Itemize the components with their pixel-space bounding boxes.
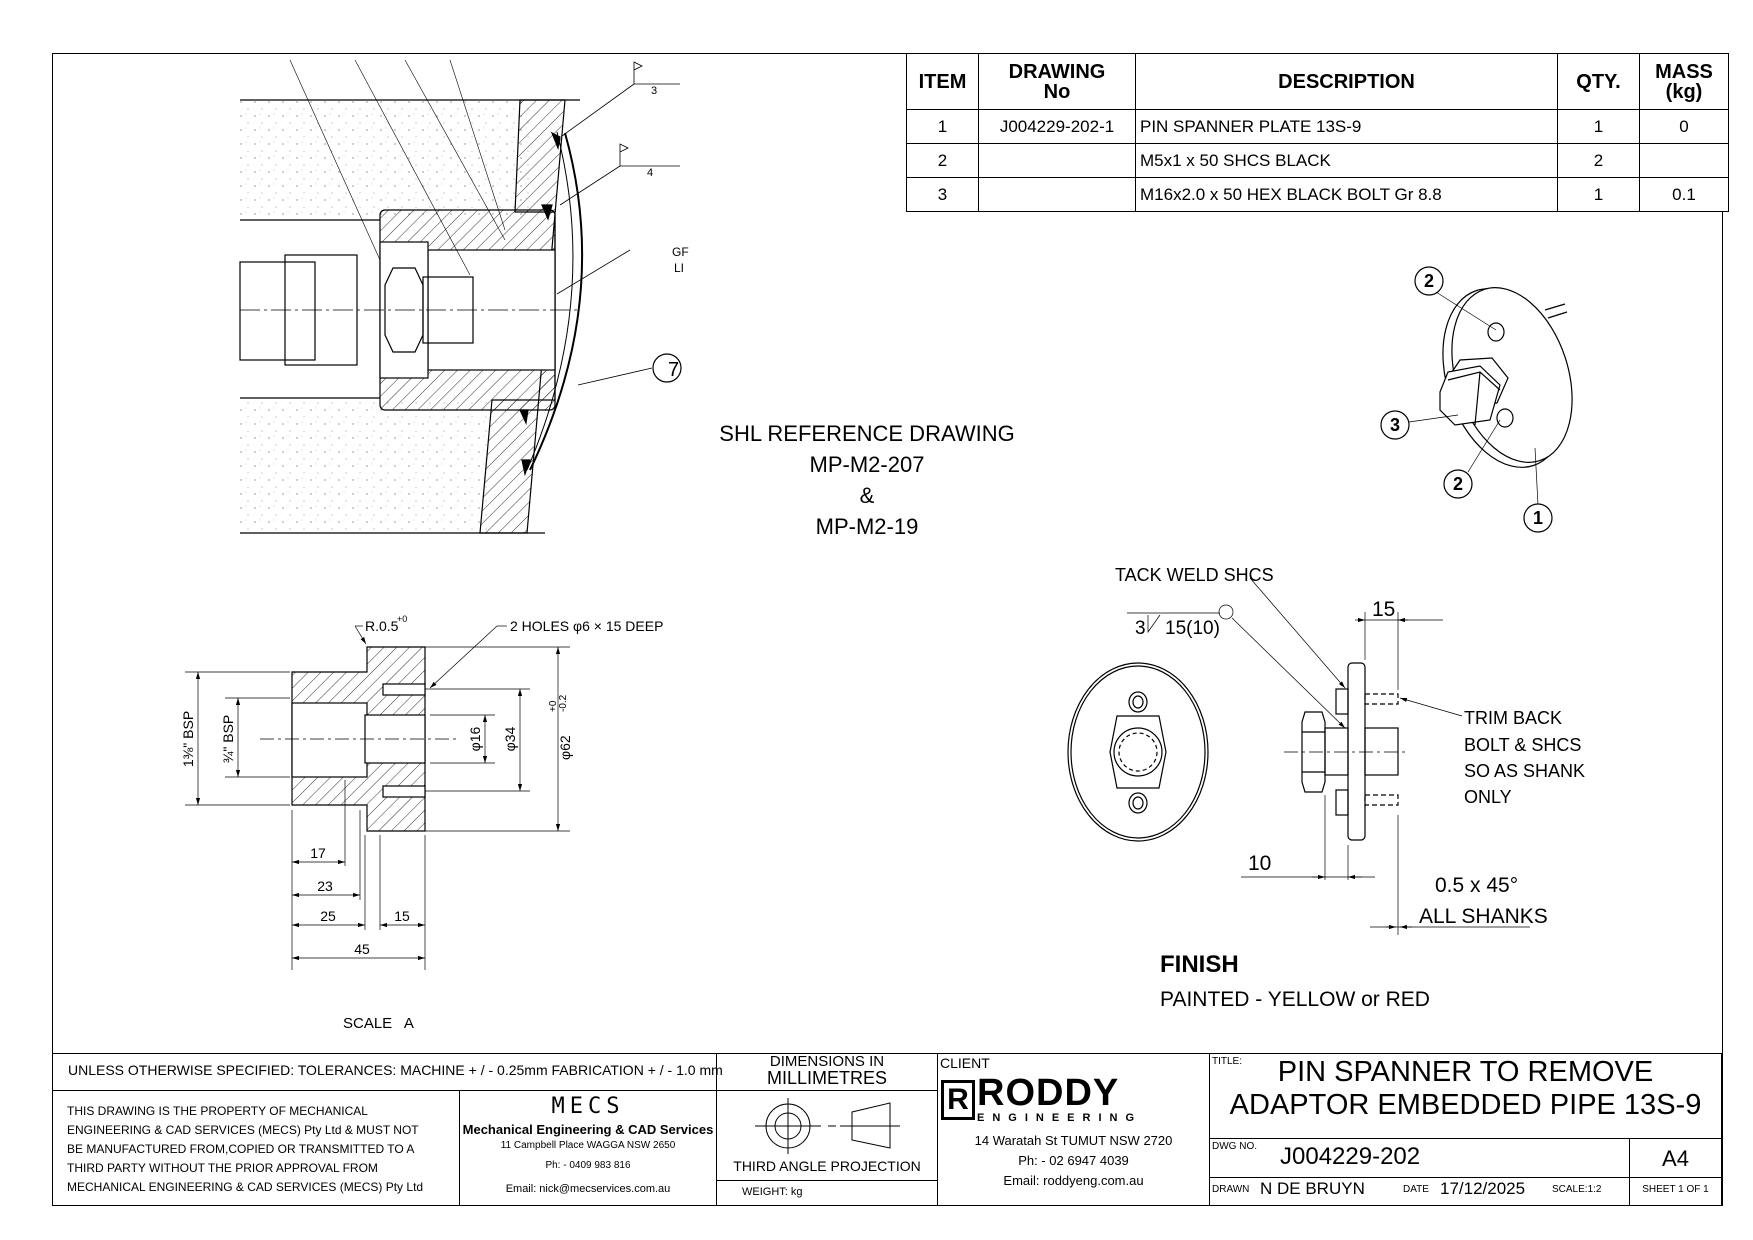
svg-text:SHL REFERENCE DRAWING: SHL REFERENCE DRAWING xyxy=(719,421,1014,446)
finish-text: PAINTED - YELLOW or RED xyxy=(1160,988,1430,1011)
property-notice: THIS DRAWING IS THE PROPERTY OF MECHANIC… xyxy=(67,1104,424,1194)
chamfer-all-shanks: ALL SHANKS xyxy=(1419,905,1548,928)
dim-15: 15 xyxy=(394,908,410,924)
trim-note-line: SO AS SHANK xyxy=(1464,761,1585,781)
tack-weld-note: TACK WELD SHCS xyxy=(1115,565,1274,585)
dim-dia-34: φ34 xyxy=(502,726,518,751)
header-description: DESCRIPTION xyxy=(1135,53,1558,110)
side-view xyxy=(1127,577,1530,935)
trim-note-line: BOLT & SHCS xyxy=(1464,735,1581,755)
dim-15-side: 15 xyxy=(1372,598,1395,621)
dim-bsp-large: 1⅜" BSP xyxy=(180,711,196,767)
radius-note: R.0.5 xyxy=(365,618,399,634)
client-label: CLIENT xyxy=(940,1055,990,1071)
balloon-label: 7 xyxy=(668,359,679,381)
projection-label: THIRD ANGLE PROJECTION xyxy=(733,1158,921,1174)
dim-23: 23 xyxy=(317,878,333,894)
balloon-item-2: 2 xyxy=(1453,474,1463,494)
mecs-logo: MECS xyxy=(551,1094,625,1119)
dim-dia-16: φ16 xyxy=(467,726,483,751)
trim-note-line: ONLY xyxy=(1464,787,1512,807)
drawn-by: N DE BRUYN xyxy=(1260,1179,1365,1198)
header-mass: MASS(kg) xyxy=(1639,53,1729,110)
trim-note-line: TRIM BACK xyxy=(1464,708,1562,728)
dim-10-side: 10 xyxy=(1248,852,1271,875)
date-label: DATE xyxy=(1403,1184,1429,1195)
weld-size-label: 3 xyxy=(651,85,657,97)
balloon-item-2: 2 xyxy=(1424,271,1434,291)
svg-text:MP-M2-207: MP-M2-207 xyxy=(810,452,925,477)
dim-bsp-small: ¾" BSP xyxy=(220,715,236,764)
svg-text:&: & xyxy=(860,483,875,508)
cut-label: GF xyxy=(672,245,689,259)
finish-title: FINISH xyxy=(1160,951,1239,978)
reference-note: SHL REFERENCE DRAWING MP-M2-207 & MP-M2-… xyxy=(719,421,1014,539)
drawn-label: DRAWN xyxy=(1212,1184,1250,1195)
radius-tolerance: +0 xyxy=(397,614,407,624)
weld-size-label: 4 xyxy=(647,167,653,179)
third-angle-projection-icon xyxy=(755,1098,900,1154)
header-item: ITEM xyxy=(906,53,979,110)
dim-17: 17 xyxy=(310,845,326,861)
chamfer-note: 0.5 x 45° xyxy=(1435,874,1518,897)
dim-dia-62-tol-lower: -0.2 xyxy=(558,694,569,712)
weld-length: 15(10) xyxy=(1165,618,1220,639)
mecs-block: MECS Mechanical Engineering & CAD Servic… xyxy=(459,1094,717,1195)
front-view xyxy=(1067,662,1209,842)
dwg-no-label: DWG NO. xyxy=(1212,1141,1257,1152)
dwg-no: J004229-202 xyxy=(1280,1143,1421,1170)
dim-dia-62-tol-upper: +0 xyxy=(548,700,559,712)
balloon-item-3: 3 xyxy=(1390,415,1400,435)
weld-size: 3 xyxy=(1135,618,1146,639)
sheet-number: SHEET 1 OF 1 xyxy=(1642,1184,1709,1195)
title-label: TITLE: xyxy=(1212,1056,1243,1067)
balloon-item-1: 1 xyxy=(1533,508,1543,528)
date: 17/12/2025 xyxy=(1440,1179,1526,1198)
sheet-size: A4 xyxy=(1662,1146,1689,1171)
header-qty: QTY. xyxy=(1557,53,1640,110)
cut-label: LI xyxy=(674,261,684,275)
dim-dia-62: φ62 xyxy=(557,735,573,760)
holes-note: 2 HOLES φ6 × 15 DEEP xyxy=(510,618,663,634)
scale-a-view xyxy=(185,625,570,970)
tolerance-note: UNLESS OTHERWISE SPECIFIED: TOLERANCES: … xyxy=(68,1062,723,1078)
scale: SCALE:1:2 xyxy=(1552,1184,1602,1195)
scale-caption: SCALE A xyxy=(343,1015,414,1032)
weight-label: WEIGHT: kg xyxy=(742,1186,803,1198)
section-view xyxy=(239,59,682,534)
dim-45: 45 xyxy=(354,941,370,957)
svg-text:MP-M2-19: MP-M2-19 xyxy=(816,514,919,539)
isometric-view xyxy=(1380,266,1573,533)
dim-25: 25 xyxy=(320,908,336,924)
